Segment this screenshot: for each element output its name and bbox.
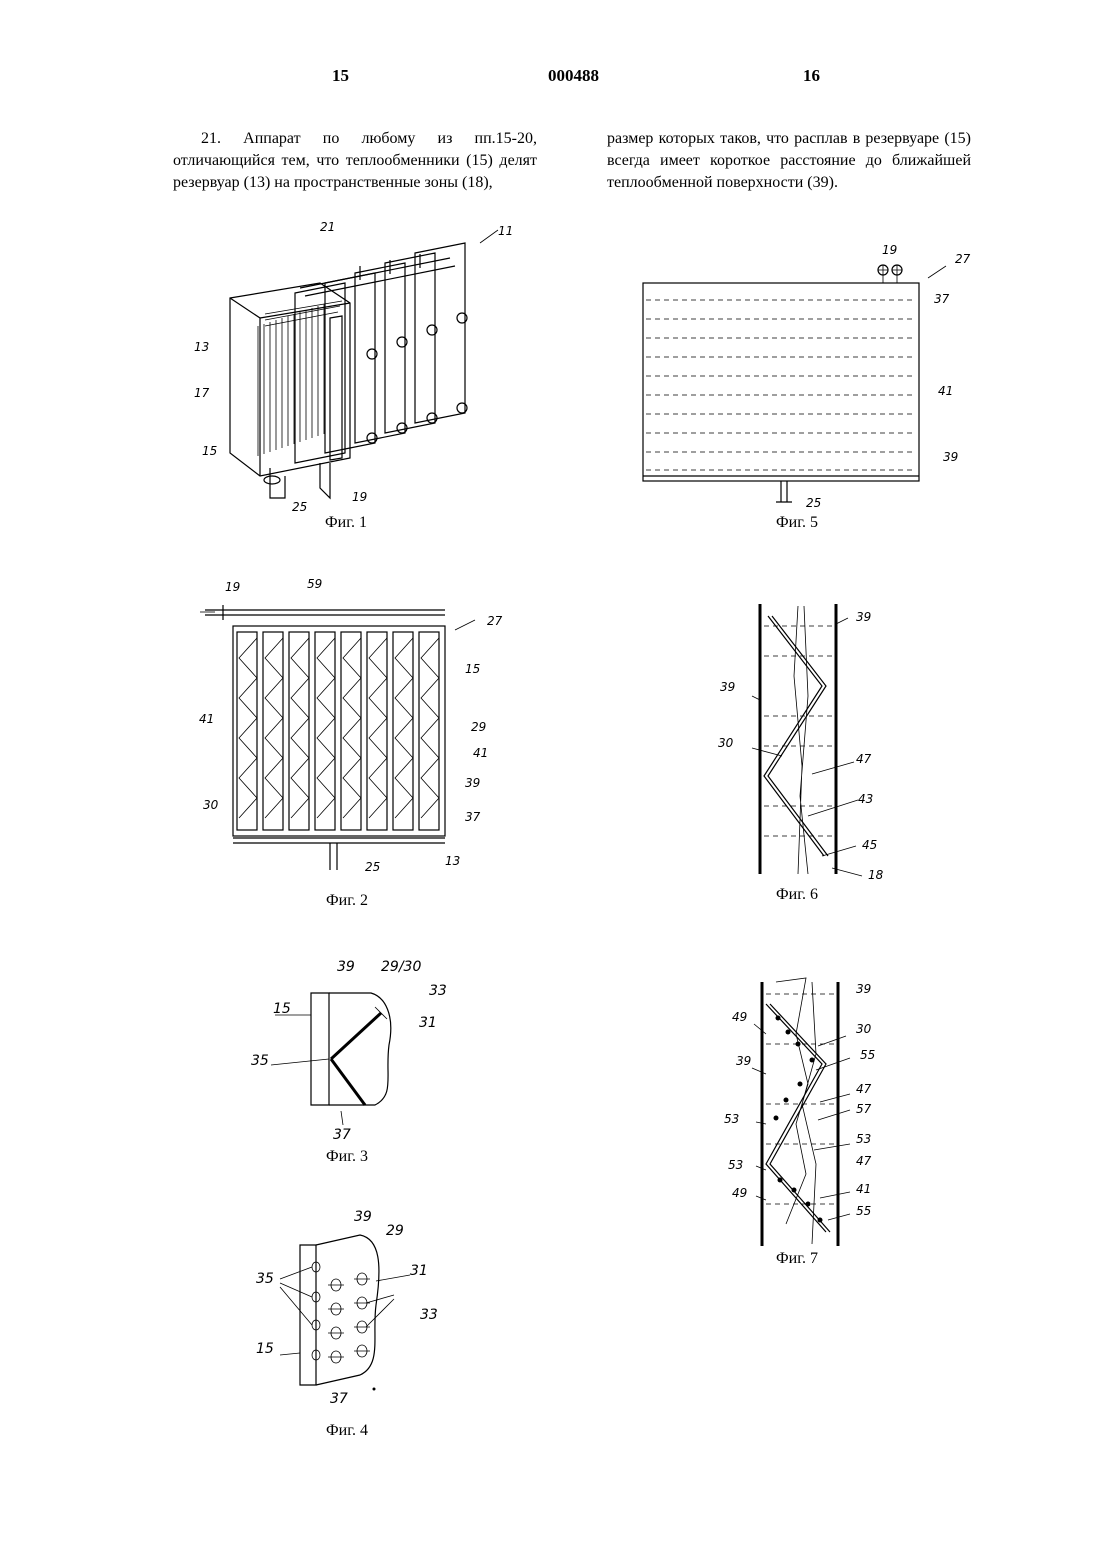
label-35: 35	[251, 1053, 269, 1069]
text-column-right: размер которых таков, что расплав в резе…	[607, 128, 971, 194]
figure-3-caption: Фиг. 3	[326, 1148, 368, 1166]
label-35: 35	[256, 1271, 274, 1287]
label-18: 18	[868, 868, 883, 882]
label-45: 45	[862, 838, 877, 852]
label-39: 39	[465, 776, 480, 790]
label-47-lower: 47	[856, 1154, 871, 1168]
document-number: 000488	[548, 66, 599, 86]
label-19: 19	[225, 580, 240, 594]
label-41: 41	[199, 712, 214, 726]
label-15: 15	[256, 1341, 274, 1357]
figure-2: 19 59 27 15 41 29 41 39 30 37 25 13	[195, 580, 515, 885]
label-19: 19	[352, 490, 367, 504]
label-21: 21	[320, 220, 335, 234]
label-49-lower: 49	[732, 1186, 747, 1200]
label-27: 27	[955, 252, 970, 266]
label-15: 15	[273, 1001, 291, 1017]
label-39-left: 39	[736, 1054, 751, 1068]
label-57: 57	[856, 1102, 871, 1116]
label-15: 15	[202, 444, 217, 458]
claim-21-text: 21. Аппарат по любому из пп.15-20, отлич…	[173, 128, 537, 194]
label-39: 39	[337, 959, 355, 975]
figure-5-drawing	[638, 250, 978, 515]
figure-2-drawing	[195, 580, 515, 885]
label-37: 37	[330, 1391, 348, 1407]
figure-5: 19 27 37 41 39 25	[638, 250, 978, 515]
label-47: 47	[856, 752, 871, 766]
figure-7: 39 49 30 55 39 47 57 53 53 53 47 49 41 5…	[716, 974, 916, 1254]
label-25: 25	[365, 860, 380, 874]
claim-21-continuation: размер которых таков, что расплав в резе…	[607, 128, 971, 194]
figure-1-caption: Фиг. 1	[325, 514, 367, 532]
label-29: 29	[386, 1223, 404, 1239]
figure-3: 39 29/30 15 33 31 35 37	[245, 955, 465, 1145]
label-30: 30	[856, 1022, 871, 1036]
label-47-top: 47	[856, 1082, 871, 1096]
label-41-right: 41	[473, 746, 488, 760]
figure-4-caption: Фиг. 4	[326, 1422, 368, 1440]
label-39-left: 39	[720, 680, 735, 694]
label-39-right: 39	[856, 610, 871, 624]
label-25: 25	[806, 496, 821, 510]
page-number-left: 15	[332, 66, 349, 86]
figure-4: 39 29 35 31 33 15 37	[250, 1205, 470, 1420]
label-17: 17	[194, 386, 209, 400]
label-31: 31	[410, 1263, 428, 1279]
label-41: 41	[938, 384, 953, 398]
figure-6-caption: Фиг. 6	[776, 886, 818, 904]
label-13: 13	[194, 340, 209, 354]
figure-1: 21 11 13 17 15 25 19	[180, 218, 540, 518]
label-11: 11	[498, 224, 513, 238]
label-37: 37	[465, 810, 480, 824]
label-39-top: 39	[856, 982, 871, 996]
label-39: 39	[943, 450, 958, 464]
figure-7-caption: Фиг. 7	[776, 1250, 818, 1268]
label-29: 29	[471, 720, 486, 734]
figure-5-caption: Фиг. 5	[776, 514, 818, 532]
text-column-left: 21. Аппарат по любому из пп.15-20, отлич…	[173, 128, 537, 194]
label-29-30: 29/30	[381, 959, 421, 975]
label-33: 33	[429, 983, 447, 999]
label-43: 43	[858, 792, 873, 806]
label-13: 13	[445, 854, 460, 868]
label-27: 27	[487, 614, 502, 628]
label-53-lower: 53	[728, 1158, 743, 1172]
label-15: 15	[465, 662, 480, 676]
label-39: 39	[354, 1209, 372, 1225]
label-30: 30	[718, 736, 733, 750]
label-30: 30	[203, 798, 218, 812]
label-41: 41	[856, 1182, 871, 1196]
label-55-lower: 55	[856, 1204, 871, 1218]
label-55-top: 55	[860, 1048, 875, 1062]
figure-6-drawing	[712, 596, 912, 886]
label-53-left: 53	[724, 1112, 739, 1126]
label-31: 31	[419, 1015, 437, 1031]
label-33: 33	[420, 1307, 438, 1323]
label-59: 59	[307, 577, 322, 591]
page-number-right: 16	[803, 66, 820, 86]
label-37: 37	[333, 1127, 351, 1143]
label-25: 25	[292, 500, 307, 514]
label-53-right: 53	[856, 1132, 871, 1146]
label-37: 37	[934, 292, 949, 306]
label-19: 19	[882, 243, 897, 257]
label-49-top: 49	[732, 1010, 747, 1024]
figure-2-caption: Фиг. 2	[326, 892, 368, 910]
figure-1-drawing	[180, 218, 540, 518]
figure-6: 39 39 30 47 43 45 18	[712, 596, 912, 886]
